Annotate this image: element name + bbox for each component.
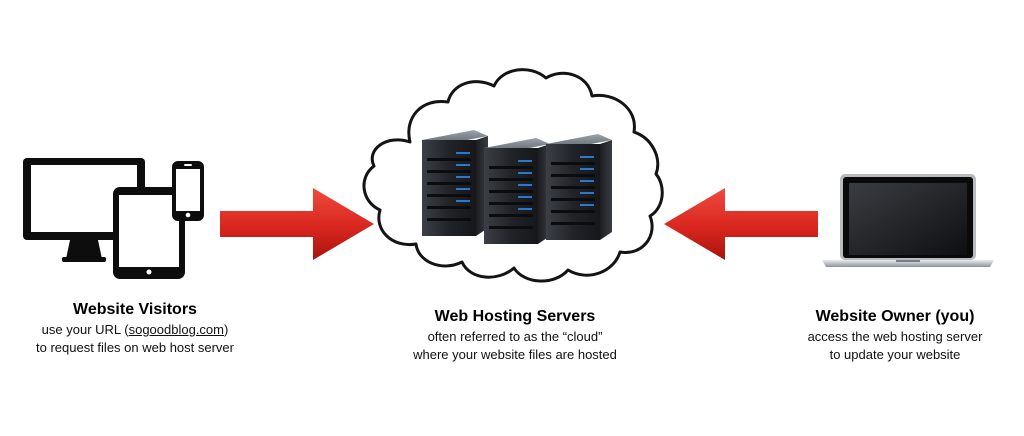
visitors-line-1-prefix: use your URL ( xyxy=(41,322,129,337)
owner-caption: Website Owner (you) access the web hosti… xyxy=(775,306,1015,364)
right-arrow-icon xyxy=(220,188,374,260)
hosting-title: Web Hosting Servers xyxy=(434,308,596,325)
left-arrow-icon xyxy=(664,188,818,260)
hosting-line-1: often referred to as the “cloud” xyxy=(427,329,603,344)
owner-line-1: access the web hosting server xyxy=(807,329,983,344)
owner-title: Website Owner (you) xyxy=(815,308,975,325)
visitors-url-link[interactable]: sogoodblog.com xyxy=(128,322,224,337)
hosting-cloud xyxy=(352,62,667,287)
hosting-caption: Web Hosting Servers often referred to as… xyxy=(385,306,645,364)
visitor-devices xyxy=(20,155,215,280)
smartphone-icon xyxy=(172,161,204,221)
visitors-caption: Website Visitors use your URL (sogoodblo… xyxy=(10,299,260,357)
tablet-icon xyxy=(113,187,185,279)
visitors-line-1: use your URL (sogoodblog.com) xyxy=(10,321,260,339)
laptop-icon xyxy=(822,174,994,267)
visitor-devices-graphic xyxy=(23,158,204,279)
update-arrow xyxy=(660,186,820,262)
hosting-line-2: where your website files are hosted xyxy=(413,347,617,362)
request-arrow xyxy=(218,186,378,262)
owner-line-2: to update your website xyxy=(829,347,961,362)
owner-laptop xyxy=(818,172,998,272)
server-tower-icon xyxy=(422,130,612,244)
visitors-title: Website Visitors xyxy=(73,301,197,318)
visitors-line-2: to request files on web host server xyxy=(36,340,234,355)
visitors-line-1-suffix: ) xyxy=(224,322,229,337)
